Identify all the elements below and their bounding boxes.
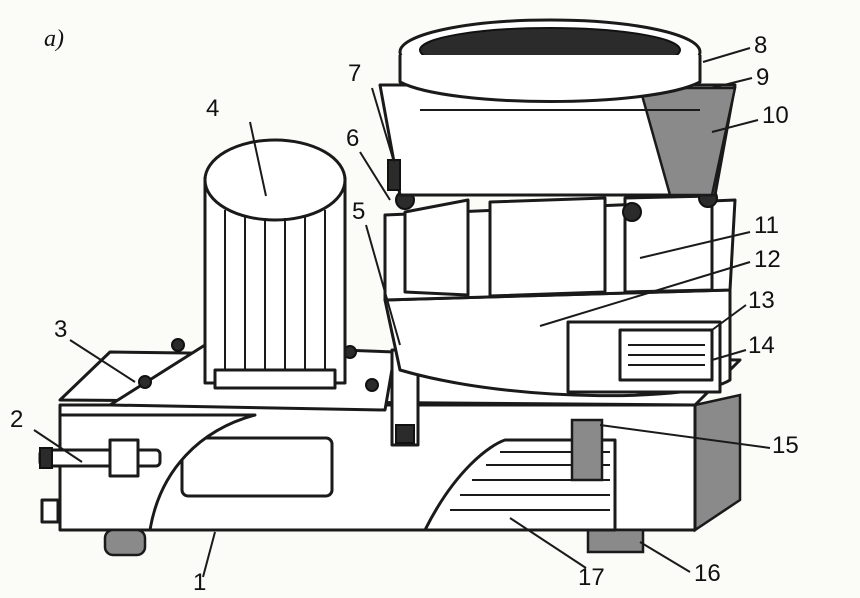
leader-lines xyxy=(33,47,771,578)
electric-motor xyxy=(203,138,347,390)
callout-12: 12 xyxy=(754,246,781,273)
callout-15: 15 xyxy=(772,432,799,459)
callout-13: 13 xyxy=(748,287,775,314)
callout-11: 11 xyxy=(754,212,779,239)
callout-4: 4 xyxy=(206,95,220,122)
callout-1: 1 xyxy=(193,569,207,596)
callout-3: 3 xyxy=(54,316,68,343)
callout-5: 5 xyxy=(352,198,366,225)
callout-14: 14 xyxy=(748,332,775,359)
callout-10: 10 xyxy=(762,102,789,129)
callout-17: 17 xyxy=(578,564,605,591)
panel-label: a) xyxy=(44,26,64,52)
top-rim xyxy=(398,18,702,103)
funnel-cone xyxy=(378,83,737,197)
callout-6: 6 xyxy=(346,125,360,152)
callout-2: 2 xyxy=(10,406,24,433)
callout-7: 7 xyxy=(348,60,362,87)
callout-16: 16 xyxy=(694,560,721,587)
drum-lower-housing xyxy=(383,288,732,398)
spring-cutaway xyxy=(423,418,617,532)
callout-9: 9 xyxy=(756,64,770,91)
clamp-bolt xyxy=(387,159,401,191)
callout-8: 8 xyxy=(754,32,768,59)
drum-upper-housing xyxy=(383,188,737,302)
